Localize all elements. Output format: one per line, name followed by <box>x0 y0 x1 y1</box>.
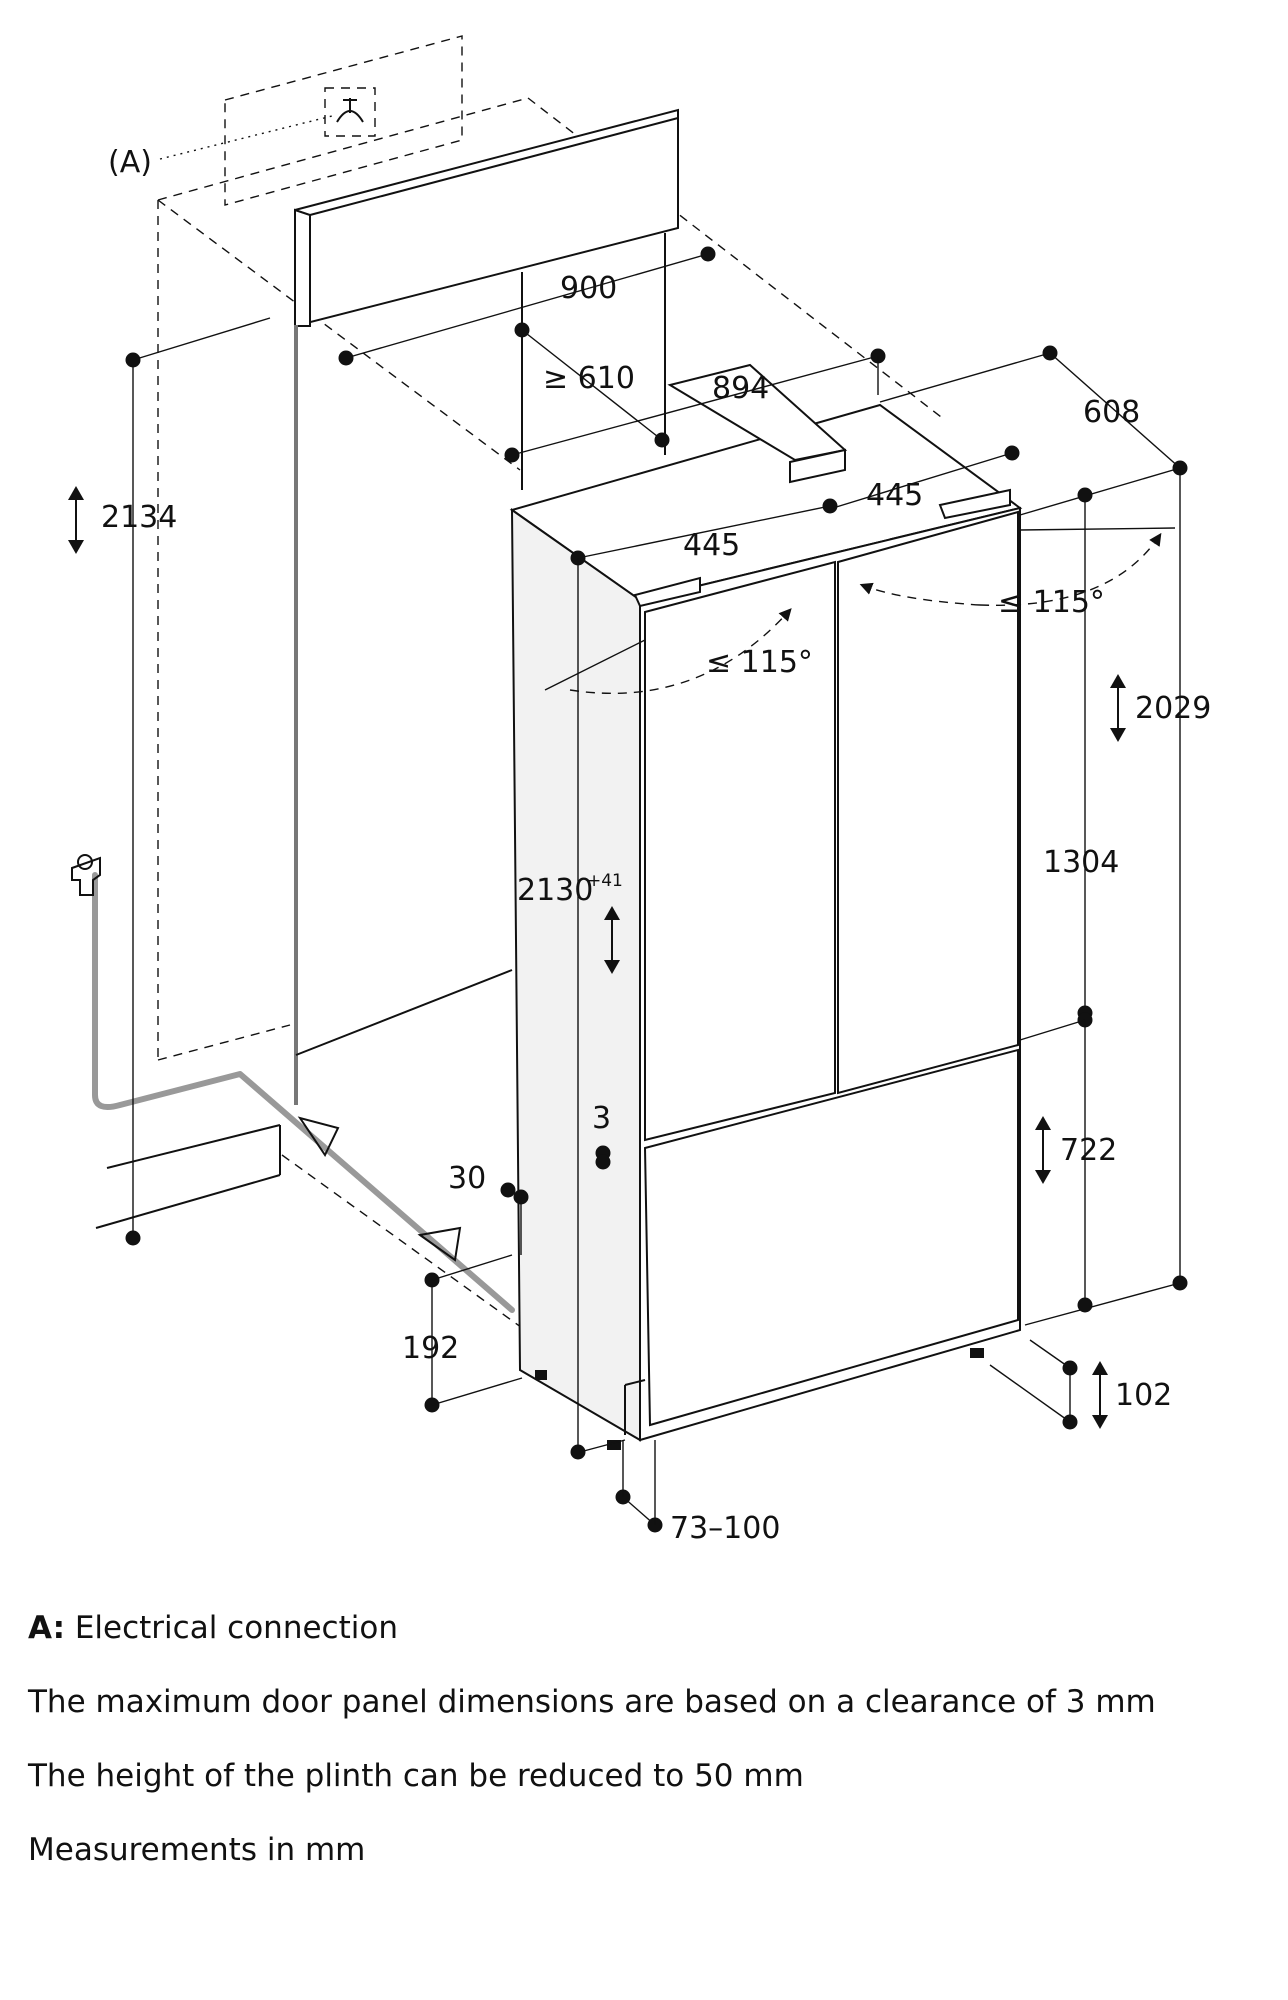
note-units: Measurements in mm <box>28 1832 366 1868</box>
water-tap-icon <box>71 854 101 896</box>
note-a-text: Electrical connection <box>64 1610 398 1646</box>
label-appliance-height: 2029 <box>1135 691 1211 726</box>
label-water-line-offset: 192 <box>402 1331 459 1366</box>
label-opening-angle-right: ≤ 115° <box>998 585 1105 620</box>
note-connection: A: Electrical connection <box>28 1608 1268 1648</box>
label-door-width-left: 445 <box>683 528 740 563</box>
label-depth: 608 <box>1083 395 1140 430</box>
double-arrow-icon <box>1092 1361 1108 1429</box>
upper-cabinet <box>294 108 679 490</box>
label-panel-height-tolerance: +41 <box>587 871 623 891</box>
label-door-width-right: 445 <box>866 478 923 513</box>
note-a-key: A: <box>28 1610 65 1646</box>
label-plinth-height: 102 <box>1115 1378 1172 1413</box>
double-arrow-icon <box>68 486 84 554</box>
water-supply <box>71 854 515 1313</box>
label-plinth-depth: 73–100 <box>670 1511 780 1546</box>
double-arrow-icon <box>1110 674 1126 742</box>
notes: A: Electrical connection The maximum doo… <box>28 1608 1268 1904</box>
note-plinth: The height of the plinth can be reduced … <box>28 1758 804 1794</box>
label-lower-door-height: 722 <box>1060 1133 1117 1168</box>
electrical-connection <box>159 35 463 206</box>
label-niche-height: 2134 <box>101 500 177 535</box>
label-min-depth: ≥ 610 <box>543 361 635 396</box>
appliance-body <box>509 363 1023 1450</box>
dimension-lines <box>125 246 1188 1533</box>
socket-icon <box>336 98 364 123</box>
label-niche-width: 900 <box>560 271 617 306</box>
label-upper-door-height: 1304 <box>1043 845 1119 880</box>
label-side-offset: 30 <box>448 1161 486 1196</box>
label-appliance-width: 894 <box>712 371 769 406</box>
double-arrow-icon <box>1035 1116 1051 1184</box>
note-clearance: The maximum door panel dimensions are ba… <box>28 1684 1156 1720</box>
label-opening-angle-left: ≤ 115° <box>706 645 813 680</box>
installation-diagram: (A) 900 ≥ 610 894 608 445 445 ≤ 115° ≤ 1… <box>68 35 1211 1546</box>
left-wall <box>95 325 513 1229</box>
label-connection-marker: (A) <box>108 145 152 180</box>
label-panel-height: 2130 <box>517 873 593 908</box>
label-door-gap: 3 <box>592 1101 611 1136</box>
double-arrow-icon <box>604 906 620 974</box>
